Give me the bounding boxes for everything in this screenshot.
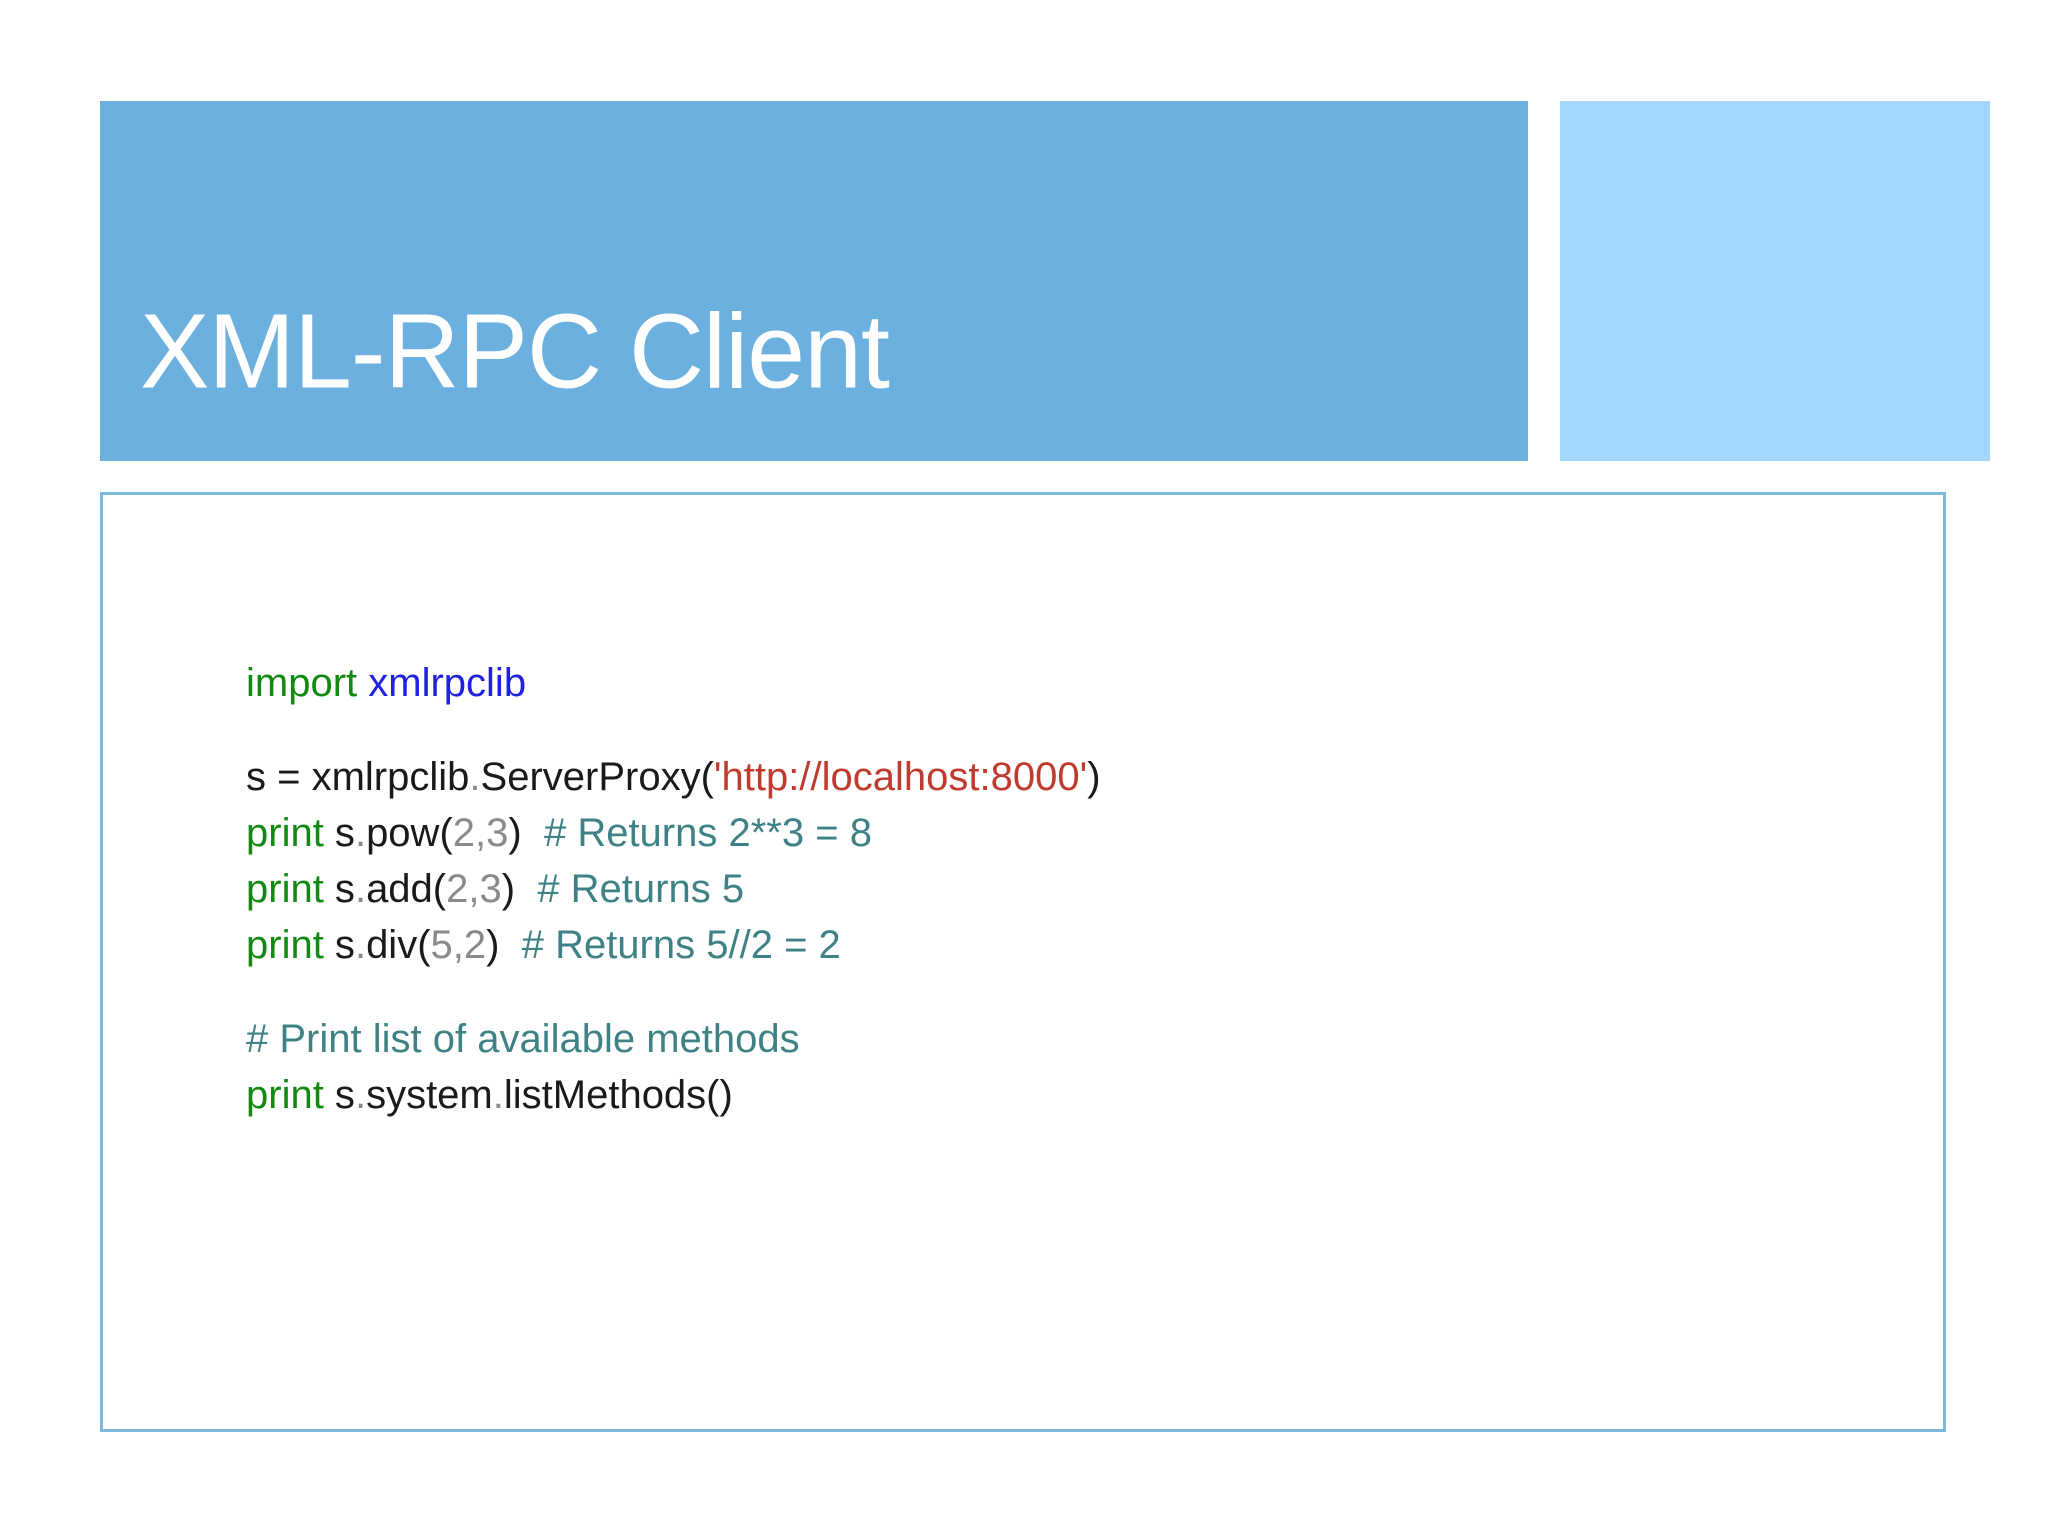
slide-content-box: import xmlrpclib s = xmlrpclib.ServerPro… (100, 492, 1946, 1432)
code-token-str: 'http://localhost:8000' (713, 755, 1088, 799)
code-token-num: , (452, 923, 464, 967)
code-token-num: , (468, 867, 480, 911)
code-token-dot: . (354, 1073, 367, 1117)
code-token-plain: system (366, 1073, 493, 1117)
code-token-plain (499, 923, 521, 967)
code-token-plain: listMethods() (503, 1073, 733, 1117)
code-token-num: , (475, 811, 487, 855)
code-token-plain (522, 811, 544, 855)
code-block: import xmlrpclib s = xmlrpclib.ServerPro… (246, 655, 1101, 1123)
header-accent-square (1560, 101, 1990, 461)
code-token-kw: print (246, 1073, 324, 1117)
line-comment-methods: # Print list of available methods (246, 1011, 1101, 1067)
line-div: print s.div(5,2) # Returns 5//2 = 2 (246, 917, 1101, 973)
code-token-dot: . (354, 867, 367, 911)
code-token-plain (515, 867, 537, 911)
code-token-plain: s = xmlrpclib (246, 755, 470, 799)
code-token-plain: ) (486, 923, 500, 967)
code-token-num: 3 (486, 811, 509, 855)
line-pow: print s.pow(2,3) # Returns 2**3 = 8 (246, 805, 1101, 861)
code-token-plain: pow( (366, 811, 453, 855)
slide-header-bar: XML-RPC Client (100, 101, 1528, 461)
line-blank-1 (246, 711, 1101, 749)
line-import: import xmlrpclib (246, 655, 1101, 711)
code-token-comment: # Returns 5 (537, 867, 745, 911)
code-token-plain: div( (366, 923, 431, 967)
line-add: print s.add(2,3) # Returns 5 (246, 861, 1101, 917)
code-token-plain: s (323, 923, 355, 967)
code-token-num: 2 (452, 811, 476, 855)
code-token-plain: s (323, 811, 355, 855)
code-token-plain: ) (501, 867, 516, 911)
code-token-kw: print (246, 811, 324, 855)
line-listmethods: print s.system.listMethods() (246, 1067, 1101, 1123)
code-token-comment: # Returns 2**3 = 8 (543, 811, 872, 855)
code-token-plain: add( (366, 867, 447, 911)
code-token-num: 3 (479, 867, 502, 911)
code-token-comment: # Returns 5//2 = 2 (521, 923, 841, 967)
code-token-dot: . (492, 1073, 504, 1117)
code-token-dot: . (469, 755, 481, 799)
code-token-plain: s (323, 1073, 355, 1117)
code-token-dot: . (354, 811, 367, 855)
code-token-num: 2 (463, 923, 487, 967)
code-token-plain: ServerProxy( (480, 755, 714, 799)
code-token-kw: print (246, 867, 324, 911)
code-token-num: 5 (430, 923, 453, 967)
code-token-plain: ) (508, 811, 522, 855)
line-blank-2 (246, 973, 1101, 1011)
code-token-plain: s (323, 867, 355, 911)
code-token-num: 2 (446, 867, 469, 911)
page-title: XML-RPC Client (140, 292, 890, 412)
code-token-plain (357, 661, 368, 705)
code-token-kw: print (246, 923, 324, 967)
code-token-plain: ) (1087, 755, 1101, 799)
code-token-kw: import (246, 661, 358, 705)
code-token-module: xmlrpclib (368, 661, 527, 705)
line-serverproxy: s = xmlrpclib.ServerProxy('http://localh… (246, 749, 1101, 805)
code-token-dot: . (354, 923, 367, 967)
code-token-comment: # Print list of available methods (246, 1017, 800, 1061)
